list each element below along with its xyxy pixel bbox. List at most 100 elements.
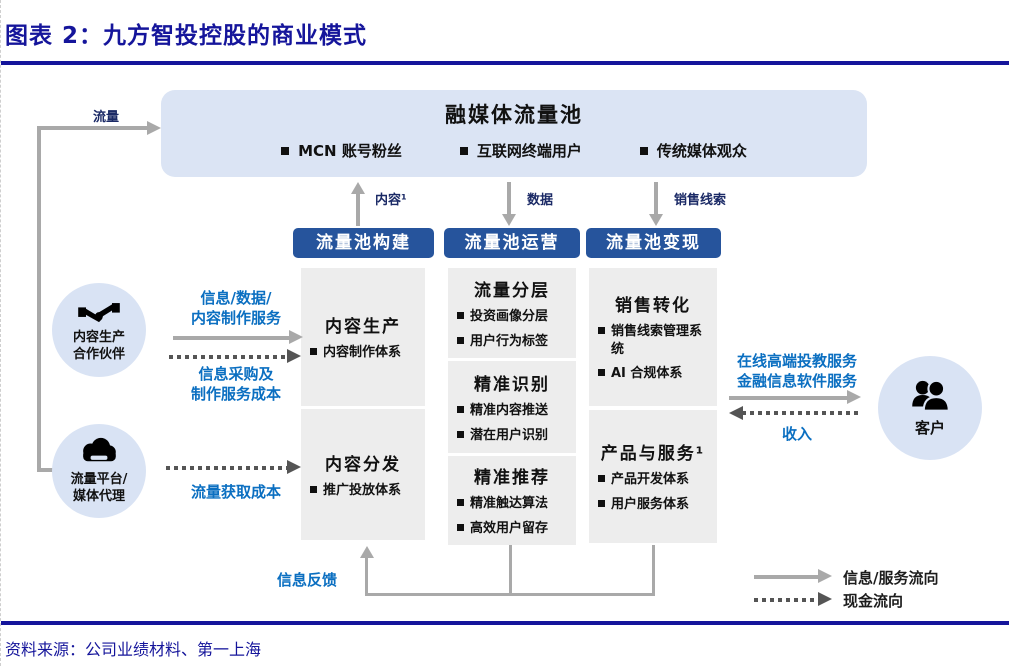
actor-traffic-platform: 流量平台/ 媒体代理 xyxy=(52,424,146,518)
bullet-label: 内容制作体系 xyxy=(323,345,402,361)
legend-solid-arrow-shaft xyxy=(754,575,819,579)
feedback-line-bottom xyxy=(365,593,655,596)
partner-services-line1: 信息/数据/ xyxy=(200,289,272,307)
customer-services-line2: 金融信息软件服务 xyxy=(736,372,857,391)
bullet-item: 精准触达算法 xyxy=(457,495,567,513)
bullet-label: AI 合规体系 xyxy=(611,366,683,382)
actor-label-line1: 流量平台/ xyxy=(70,471,128,487)
box-content-production: 内容生产 内容制作体系 xyxy=(301,268,425,406)
traffic-cost-arrow-shaft xyxy=(166,466,287,470)
traffic-arrowhead-icon xyxy=(147,121,161,135)
bullet-item: 精准内容推送 xyxy=(457,402,567,420)
square-bullet-icon xyxy=(598,369,605,377)
media-traffic-pool-box: 融媒体流量池 MCN 账号粉丝 互联网终端用户 传统媒体观众 xyxy=(161,90,867,177)
box-traffic-stratification: 流量分层 投资画像分层 用户行为标签 xyxy=(448,268,576,358)
traffic-flow-line-vertical xyxy=(37,126,41,472)
pool-item-label: 互联网终端用户 xyxy=(476,142,582,160)
sales-leads-down-arrow-shaft xyxy=(654,182,658,215)
box-products-and-services: 产品与服务¹ 产品开发体系 用户服务体系 xyxy=(589,410,717,543)
actor-label-line2: 合作伙伴 xyxy=(72,346,125,362)
actor-label: 内容生产 合作伙伴 xyxy=(73,330,125,364)
feedback-line-middle xyxy=(509,545,512,596)
actor-content-partner: 内容生产 合作伙伴 xyxy=(52,283,146,377)
square-bullet-icon xyxy=(310,348,317,356)
pool-item-mcn-fans: MCN 账号粉丝 xyxy=(281,140,402,161)
legend-dotted-arrowhead-icon xyxy=(818,592,832,606)
content-up-arrowhead-icon xyxy=(351,182,365,194)
content-flow-label: 内容¹ xyxy=(375,193,407,208)
box-precise-recommendation: 精准推荐 精准触达算法 高效用户留存 xyxy=(448,456,576,545)
box-title: 精准识别 xyxy=(474,374,550,395)
box-content-distribution: 内容分发 推广投放体系 xyxy=(301,409,425,540)
square-bullet-icon xyxy=(459,146,468,155)
square-bullet-icon xyxy=(457,499,464,507)
data-flow-label: 数据 xyxy=(527,193,554,208)
bullet-label: 潜在用户识别 xyxy=(470,427,549,443)
box-precise-identification: 精准识别 精准内容推送 潜在用户识别 xyxy=(448,361,576,453)
actor-label: 客户 xyxy=(914,418,945,437)
actor-label: 流量平台/ 媒体代理 xyxy=(71,472,128,506)
customer-services-arrowhead-icon xyxy=(847,390,861,404)
square-bullet-icon xyxy=(457,430,464,438)
square-bullet-icon xyxy=(598,475,605,483)
footer-divider xyxy=(1,621,1009,625)
feedback-line-right xyxy=(652,545,655,596)
bullet-item: 用户行为标签 xyxy=(457,333,567,351)
square-bullet-icon xyxy=(457,311,464,319)
sales-leads-flow-label: 销售线索 xyxy=(674,193,727,208)
legend-cash-flow-label: 现金流向 xyxy=(843,592,904,610)
pool-title: 融媒体流量池 xyxy=(445,103,583,127)
square-bullet-icon xyxy=(281,146,290,155)
box-title: 内容分发 xyxy=(325,454,401,475)
square-bullet-icon xyxy=(310,485,317,493)
bullet-label: 高效用户留存 xyxy=(470,521,549,536)
bullet-item: 高效用户留存 xyxy=(457,520,567,538)
traffic-flow-line-horizontal xyxy=(37,126,147,130)
square-bullet-icon xyxy=(598,500,605,507)
people-icon xyxy=(907,378,953,416)
revenue-arrowhead-icon xyxy=(729,406,743,420)
bullet-label: 销售线索管理系统 xyxy=(611,324,703,357)
bullet-item: 潜在用户识别 xyxy=(457,427,567,445)
customer-services-label: 在线高端投教服务 金融信息软件服务 xyxy=(719,351,875,392)
bullet-item: 投资画像分层 xyxy=(457,308,567,326)
box-title: 产品与服务¹ xyxy=(600,444,706,465)
customer-services-line1: 在线高端投教服务 xyxy=(736,352,857,370)
handshake-icon xyxy=(78,297,120,327)
square-bullet-icon xyxy=(598,327,605,335)
cloud-icon xyxy=(78,437,120,469)
actor-customer: 客户 xyxy=(878,356,982,460)
box-title: 销售转化 xyxy=(615,296,691,317)
traffic-cost-arrowhead-icon xyxy=(287,460,301,474)
bullet-item: AI 合规体系 xyxy=(598,365,708,383)
data-down-arrowhead-icon xyxy=(502,214,516,226)
bullet-label: 产品开发体系 xyxy=(611,472,690,488)
traffic-flow-label: 流量 xyxy=(93,110,120,125)
pool-item-label: 传统媒体观众 xyxy=(656,142,747,160)
title-divider xyxy=(1,61,1009,65)
stage-header-pool-operation: 流量池运营 xyxy=(444,228,580,258)
pool-item-traditional-media-audience: 传统媒体观众 xyxy=(639,140,747,161)
feedback-label: 信息反馈 xyxy=(277,571,338,589)
bullet-label: 精准触达算法 xyxy=(470,496,549,512)
bullet-label: 用户服务体系 xyxy=(611,497,690,512)
partner-cost-arrow-shaft xyxy=(169,355,288,359)
partner-services-label: 信息/数据/ 内容制作服务 xyxy=(161,288,311,329)
square-bullet-icon xyxy=(639,146,648,155)
bullet-item: 用户服务体系 xyxy=(598,496,708,514)
bullet-label: 投资画像分层 xyxy=(470,308,549,324)
revenue-label: 收入 xyxy=(781,425,812,443)
legend-info-flow-label: 信息/服务流向 xyxy=(843,569,939,587)
bullet-label: 精准内容推送 xyxy=(470,402,549,418)
partner-services-line2: 内容制作服务 xyxy=(190,309,281,328)
actor-label-line2: 媒体代理 xyxy=(72,488,125,504)
pool-item-internet-users: 互联网终端用户 xyxy=(459,140,582,161)
bullet-item: 产品开发体系 xyxy=(598,471,708,489)
content-up-arrow-shaft xyxy=(356,193,360,226)
partner-cost-line2: 制作服务成本 xyxy=(190,385,281,404)
bullet-item: 内容制作体系 xyxy=(310,344,416,362)
box-title: 内容生产 xyxy=(325,317,401,338)
traffic-cost-label: 流量获取成本 xyxy=(190,483,281,501)
pool-items: MCN 账号粉丝 互联网终端用户 传统媒体观众 xyxy=(281,140,747,161)
